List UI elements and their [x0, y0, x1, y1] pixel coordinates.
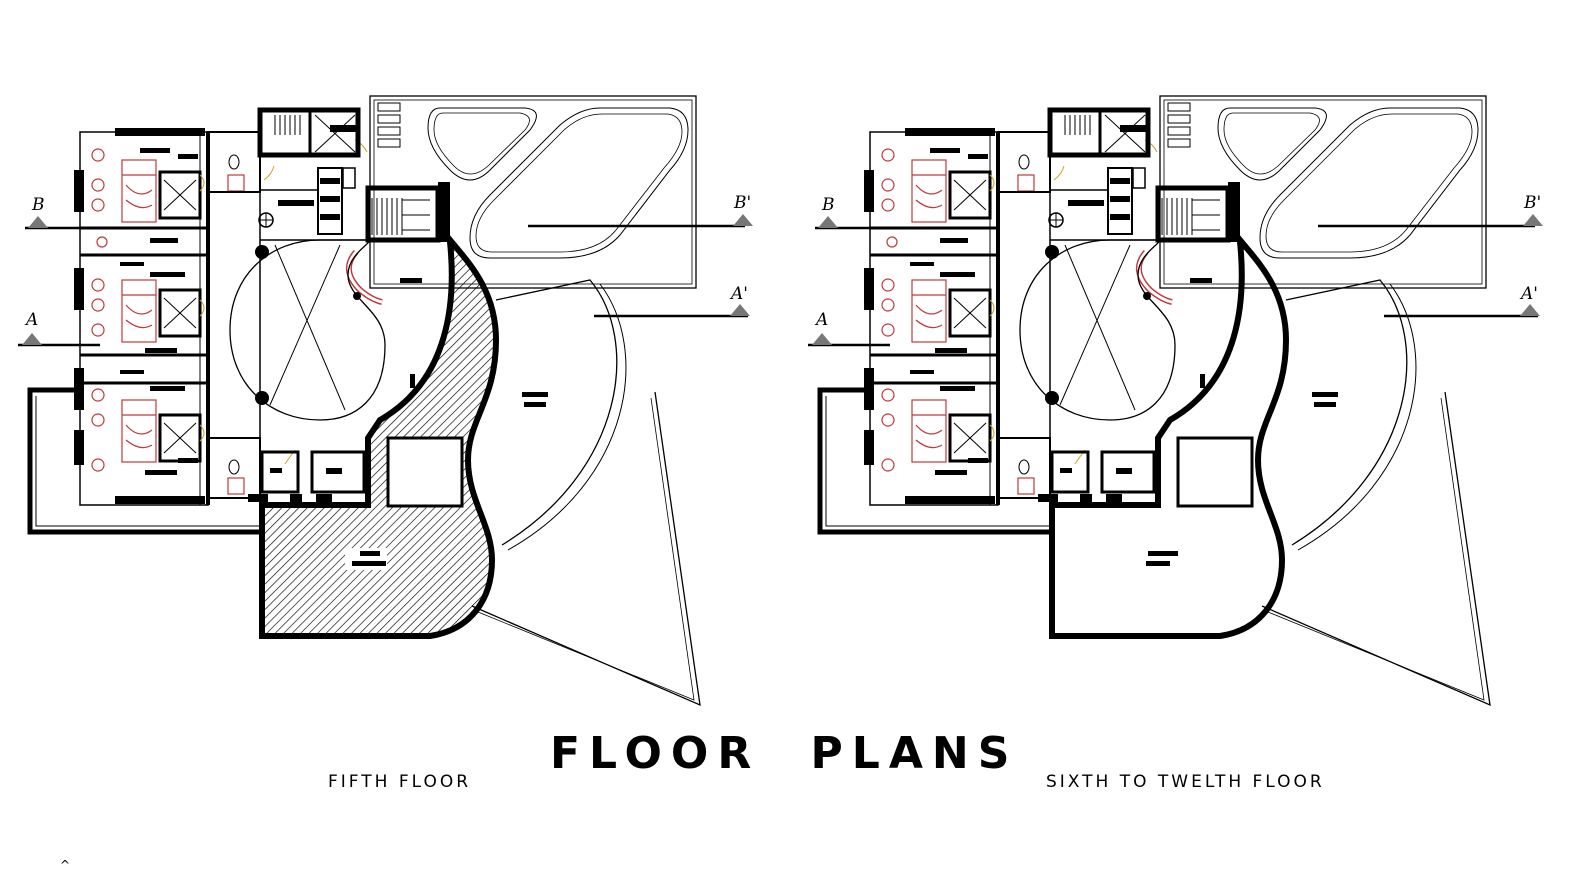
corner-mark: ^: [60, 858, 71, 872]
hatched-wing-area: [262, 240, 496, 636]
drawing-title: FLOOR PLANS: [550, 728, 1019, 779]
section-mark-a-right: A': [1521, 284, 1538, 304]
fifth-floor-caption: FIFTH FLOOR: [328, 772, 472, 792]
section-mark-a-left: A: [26, 310, 39, 330]
section-mark-b-right: B': [1524, 193, 1542, 213]
section-mark-a-left: A: [816, 310, 829, 330]
fifth-floor-plan: [18, 96, 753, 705]
section-mark-b-left: B: [822, 195, 835, 215]
section-mark-b-left: B: [32, 195, 45, 215]
sixth-to-twelth-floor-caption: SIXTH TO TWELTH FLOOR: [1046, 772, 1325, 792]
sixth-to-twelth-floor-plan: [808, 96, 1543, 705]
section-mark-b-right: B': [734, 193, 752, 213]
section-mark-a-right: A': [731, 284, 748, 304]
